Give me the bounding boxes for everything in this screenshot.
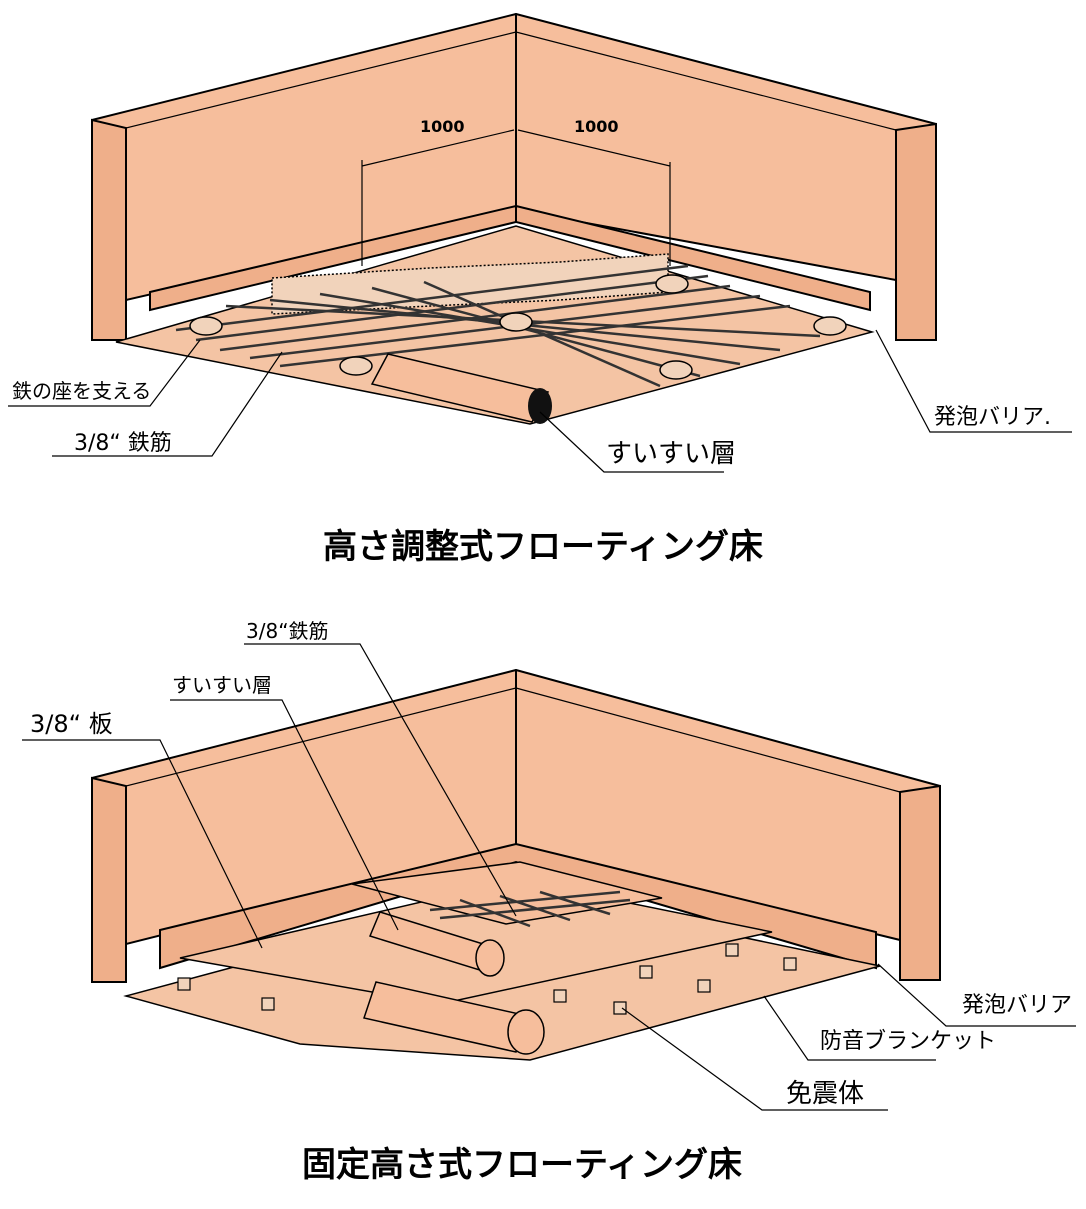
bottom-foam-barrier <box>159 842 877 970</box>
bottom-left-wall-edge <box>91 776 127 983</box>
top-title: 高さ調整式フローティング床 <box>323 527 763 567</box>
bottom-rolls <box>363 911 545 1055</box>
bottom-rebar-grid <box>429 890 631 928</box>
top-foam-barrier-right <box>515 204 871 312</box>
dimension-right: 1000 <box>574 117 619 136</box>
label-plywood: 3/8“ 板 <box>30 710 113 738</box>
top-left-wall-edge <box>91 118 127 341</box>
label-rebar-top: 3/8“ 鉄筋 <box>74 431 172 456</box>
label-acoustic-blanket: 防音ブランケット <box>820 1029 996 1054</box>
label-support-seat: 鉄の座を支える <box>12 379 151 403</box>
label-foam-top: 発泡バリア. <box>934 405 1051 430</box>
rebar-frame <box>351 861 663 925</box>
concrete-layer <box>271 253 669 315</box>
label-isolator: 免震体 <box>786 1079 864 1109</box>
top-diagram: 1000 1000 鉄の座を支える 3/8“ 鉄筋 すいすい層 発泡バリア. 高… <box>8 13 1072 567</box>
label-waterproof-top: すいすい層 <box>606 439 736 469</box>
bottom-title: 固定高さ式フローティング床 <box>302 1145 742 1185</box>
bottom-right-wall-edge <box>899 784 941 981</box>
dimension-lines <box>361 129 671 266</box>
label-foam-bottom: 発泡バリア <box>962 993 1072 1018</box>
top-waterproof-roll <box>370 353 552 424</box>
isolators <box>177 943 797 1015</box>
label-rebar-bottom: 3/8“鉄筋 <box>246 619 329 643</box>
top-right-wall-edge <box>895 122 937 341</box>
dimension-left: 1000 <box>420 117 465 136</box>
bottom-diagram: 3/8“鉄筋 すいすい層 3/8“ 板 発泡バリア 防音ブランケット 免震体 固… <box>22 619 1076 1185</box>
label-waterproof-bottom: すいすい層 <box>172 673 272 697</box>
support-pedestals <box>189 274 847 380</box>
